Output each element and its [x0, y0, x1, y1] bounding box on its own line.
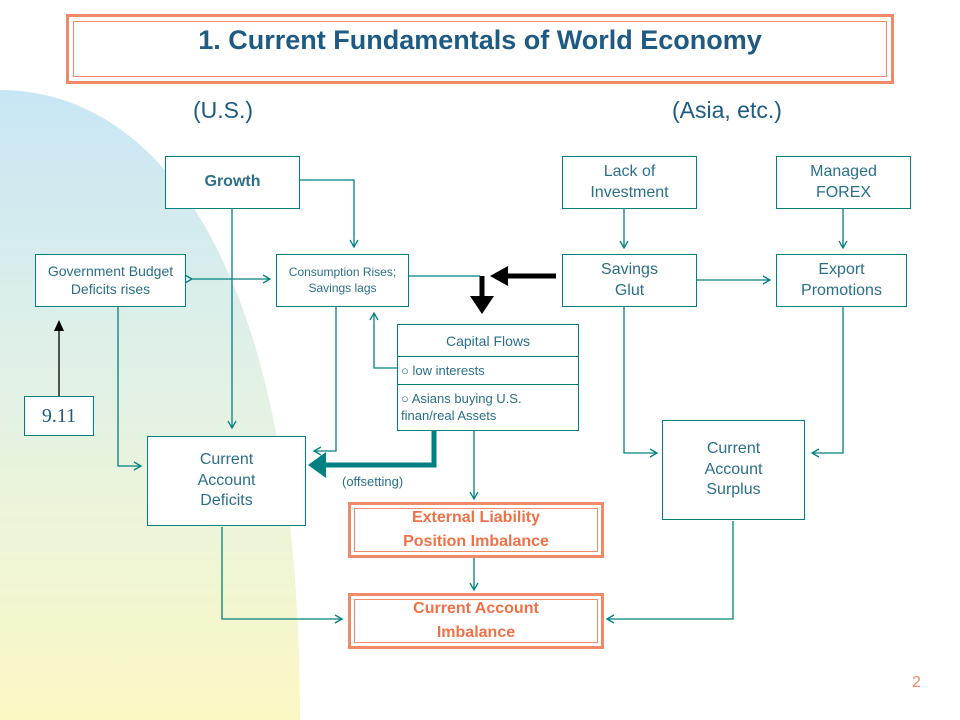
current-account-surplus-box: Current Account Surplus [662, 420, 805, 520]
lack-of-investment-box: Lack of Investment [562, 156, 697, 209]
export-promotions-box: Export Promotions [776, 254, 907, 307]
region-label-asia: (Asia, etc.) [672, 97, 782, 123]
event-911-badge: 9.11 [24, 396, 94, 436]
savings-glut-label: Savings Glut [601, 261, 658, 299]
offsetting-note: (offsetting) [342, 474, 404, 489]
capital-flows-item-low-interests: ○ low interests [398, 357, 578, 385]
current-account-deficits-label: Current Account Deficits [197, 451, 256, 510]
current-account-imbalance-label: Current Account Imbalance [413, 600, 539, 641]
capital-flows-header: Capital Flows [398, 325, 578, 357]
page-title: 1. Current Fundamentals of World Economy [198, 24, 762, 55]
external-liability-imbalance-label: External Liability Position Imbalance [403, 509, 549, 550]
page-number: 2 [912, 674, 921, 691]
savings-glut-box: Savings Glut [562, 254, 697, 307]
export-promotions-label: Export Promotions [801, 261, 882, 299]
current-account-imbalance-box: Current Account Imbalance [348, 593, 604, 649]
region-label-us: (U.S.) [193, 97, 254, 123]
growth-label: Growth [204, 173, 261, 191]
consumption-label: Consumption Rises; Savings lags [288, 265, 397, 295]
consumption-box: Consumption Rises; Savings lags [276, 254, 409, 307]
managed-forex-label: Managed FOREX [810, 163, 877, 201]
current-account-surplus-label: Current Account Surplus [704, 440, 763, 499]
external-liability-imbalance-box: External Liability Position Imbalance [348, 502, 604, 558]
managed-forex-box: Managed FOREX [776, 156, 911, 209]
growth-box: Growth [165, 156, 300, 209]
capital-flows-item-asians-buying: ○ Asians buying U.S. finan/real Assets [401, 391, 522, 423]
title-frame: 1. Current Fundamentals of World Economy [66, 14, 894, 84]
gov-budget-box: Government Budget Deficits rises [35, 254, 186, 307]
current-account-deficits-box: Current Account Deficits [147, 436, 306, 526]
gov-budget-label: Government Budget Deficits rises [47, 262, 174, 297]
lack-of-investment-label: Lack of Investment [590, 163, 669, 201]
capital-flows-table: Capital Flows ○ low interests ○ Asians b… [397, 324, 579, 431]
